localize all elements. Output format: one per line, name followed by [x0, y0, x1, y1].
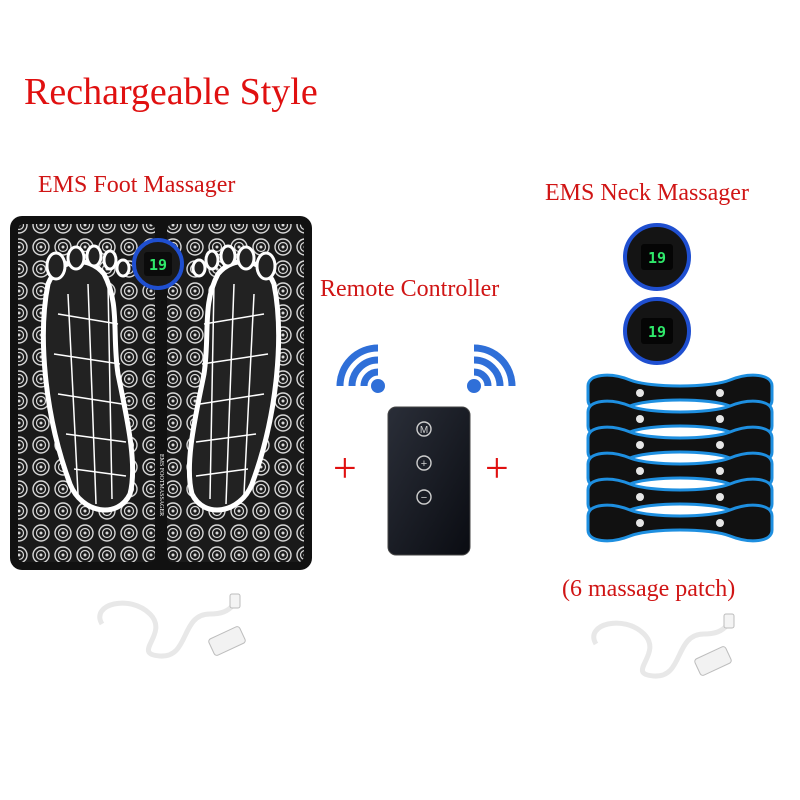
page-title: Rechargeable Style	[24, 71, 318, 113]
neck-display-value: 19	[648, 323, 666, 341]
plus-sign-right: +	[485, 446, 509, 492]
mat-brand-text: EMS FOOTMASSAGER	[158, 454, 164, 516]
foot-massager-mat: EMS FOOTMASSAGER 19	[10, 216, 312, 570]
remote-mode-button[interactable]: M	[416, 421, 432, 437]
foot-display-value: 19	[149, 256, 167, 274]
wireless-signal-icon	[336, 344, 385, 393]
plus-sign-left: +	[333, 446, 357, 492]
svg-text:M: M	[420, 425, 428, 436]
neck-display-value: 19	[648, 249, 666, 267]
usb-cable-icon	[591, 613, 735, 679]
neck-controller-unit[interactable]: 19	[622, 222, 692, 292]
patch-count-label: (6 massage patch)	[562, 576, 736, 602]
remote-controller[interactable]: M + −	[386, 405, 472, 557]
remote-controller-label: Remote Controller	[320, 276, 500, 302]
svg-text:+: +	[421, 458, 427, 470]
neck-massager-label: EMS Neck Massager	[545, 180, 749, 206]
foot-massager-label: EMS Foot Massager	[38, 172, 236, 198]
remote-plus-button[interactable]: +	[416, 455, 432, 471]
wireless-signal-icon	[467, 344, 516, 393]
remote-minus-button[interactable]: −	[416, 489, 432, 505]
foot-control-display[interactable]: 19	[132, 238, 184, 290]
usb-cable-icon	[97, 593, 246, 659]
svg-text:−: −	[421, 492, 427, 504]
neck-controller-unit[interactable]: 19	[622, 296, 692, 366]
massage-patches-stack	[586, 373, 774, 543]
